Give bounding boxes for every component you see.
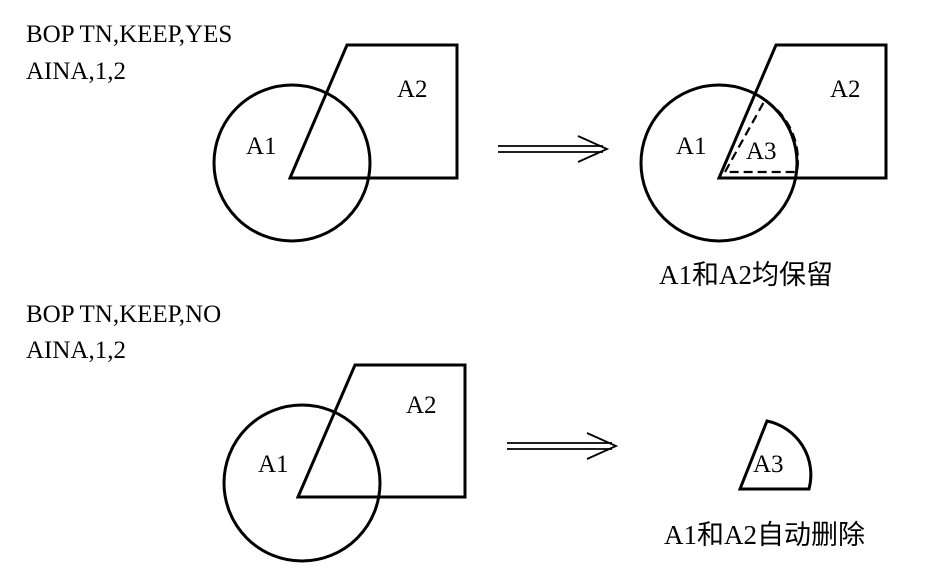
top-command-line1: BOP TN,KEEP,YES (26, 21, 232, 48)
label-a2: A2 (397, 76, 428, 103)
area-a2-quad (716, 43, 888, 180)
bottom-command-line2: AINA,1,2 (26, 337, 126, 364)
area-a2-quad (287, 43, 459, 180)
label-a3: A3 (746, 138, 777, 165)
top-before-figure: A1 A2 (212, 43, 459, 243)
area-a3-sector (737, 419, 813, 491)
double-right-arrow-icon (498, 135, 610, 163)
bottom-caption: A1和A2自动删除 (664, 520, 865, 550)
label-a2: A2 (406, 392, 437, 419)
bottom-after-figure: A3 (737, 419, 813, 491)
bottom-command-line1: BOP TN,KEEP,NO (26, 301, 221, 328)
area-a1-circle (222, 403, 382, 563)
area-a2-quad (295, 363, 467, 499)
label-a1: A1 (676, 133, 707, 160)
area-a1-circle (212, 83, 372, 243)
label-a1: A1 (258, 451, 289, 478)
area-a3-sector (723, 98, 799, 174)
label-a1: A1 (246, 133, 277, 160)
label-a3: A3 (753, 451, 784, 478)
label-a2: A2 (830, 76, 861, 103)
bottom-before-figure: A1 A2 (222, 363, 467, 563)
double-right-arrow-icon (507, 432, 619, 460)
top-after-figure: A1 A2 A3 (639, 43, 888, 243)
top-caption: A1和A2均保留 (659, 260, 833, 290)
top-command-line2: AINA,1,2 (26, 58, 126, 85)
